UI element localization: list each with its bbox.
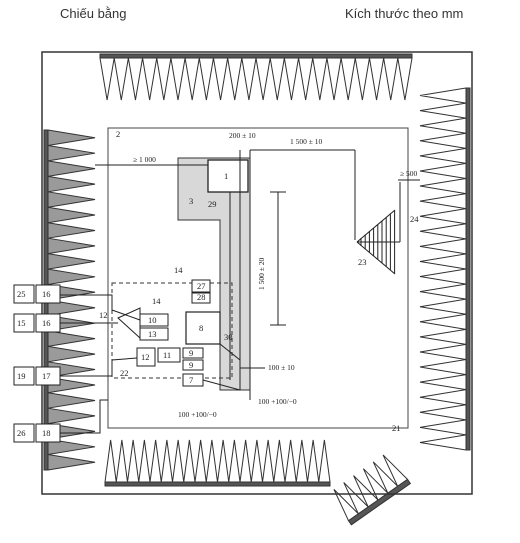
feedthrough-16b — [35, 313, 61, 333]
label-10: 10 — [148, 315, 157, 325]
label-28: 28 — [197, 292, 206, 302]
dim-label-1000: ≥ 1 000 — [133, 155, 156, 164]
label-18: 18 — [42, 428, 51, 438]
support-equipment-area — [111, 282, 233, 379]
label-14a: 14 — [174, 265, 183, 275]
feedthrough-25 — [13, 284, 35, 304]
label-9b: 9 — [189, 360, 193, 370]
label-24: 24 — [410, 214, 419, 224]
wire-d — [60, 399, 108, 434]
label-22: 22 — [120, 368, 129, 378]
units-caption: Kích thước theo mm — [345, 6, 464, 21]
label-19: 19 — [17, 371, 26, 381]
log-periodic-antenna — [356, 182, 401, 275]
label-26: 26 — [17, 428, 26, 438]
label-2: 2 — [116, 129, 120, 139]
label-12: 12 — [99, 310, 108, 320]
dim-label-100-tol: 100 +100/−0 — [258, 397, 297, 406]
box-9b — [182, 359, 204, 371]
label-29: 29 — [208, 199, 217, 209]
plan-view-caption: Chiếu bằng — [60, 6, 127, 21]
feedthrough-17 — [35, 366, 61, 386]
dim-label-500: ≥ 500 — [400, 169, 417, 178]
label-8: 8 — [199, 323, 203, 333]
box-11 — [157, 347, 181, 363]
feedthrough-18 — [35, 423, 61, 443]
label-3: 3 — [189, 196, 193, 206]
box-9a — [182, 347, 204, 359]
label-17: 17 — [42, 371, 51, 381]
label-30: 30 — [224, 332, 233, 342]
eut-box-1 — [207, 159, 249, 193]
triangle-network — [117, 307, 141, 340]
ground-plane — [107, 127, 409, 429]
label-9a: 9 — [189, 348, 193, 358]
wire-a — [60, 294, 141, 321]
label-25: 25 — [17, 289, 26, 299]
box-12 — [136, 347, 156, 367]
dim-label-100: 100 ± 10 — [268, 363, 295, 372]
feedthrough-26 — [13, 423, 35, 443]
wire-e — [219, 343, 241, 361]
label-15: 15 — [17, 318, 26, 328]
label-27: 27 — [197, 281, 206, 291]
chamber-wall — [41, 51, 473, 495]
wire-f — [202, 379, 241, 391]
label-23: 23 — [358, 257, 367, 267]
label-7: 7 — [189, 375, 193, 385]
dim-label-1500-vertical: 1 500 ± 20 — [257, 258, 266, 290]
label-13: 13 — [148, 329, 157, 339]
label-21: 21 — [392, 423, 401, 433]
feedthrough-16 — [35, 284, 61, 304]
label-11: 11 — [163, 350, 171, 360]
label-12b: 12 — [141, 352, 150, 362]
dim-label-200: 200 ± 10 — [229, 131, 256, 140]
dim-label-1500: 1 500 ± 10 — [290, 137, 322, 146]
box-8 — [185, 311, 221, 345]
label-14b: 14 — [152, 296, 161, 306]
wire-c — [60, 357, 138, 377]
box-27 — [191, 279, 211, 293]
feedthrough-15 — [13, 313, 35, 333]
label-16: 16 — [42, 289, 51, 299]
label-16b: 16 — [42, 318, 51, 328]
dim-label-100-tol-2: 100 +100/−0 — [178, 410, 217, 419]
label-1: 1 — [224, 171, 228, 181]
box-28 — [191, 292, 211, 304]
feedthrough-19 — [13, 366, 35, 386]
